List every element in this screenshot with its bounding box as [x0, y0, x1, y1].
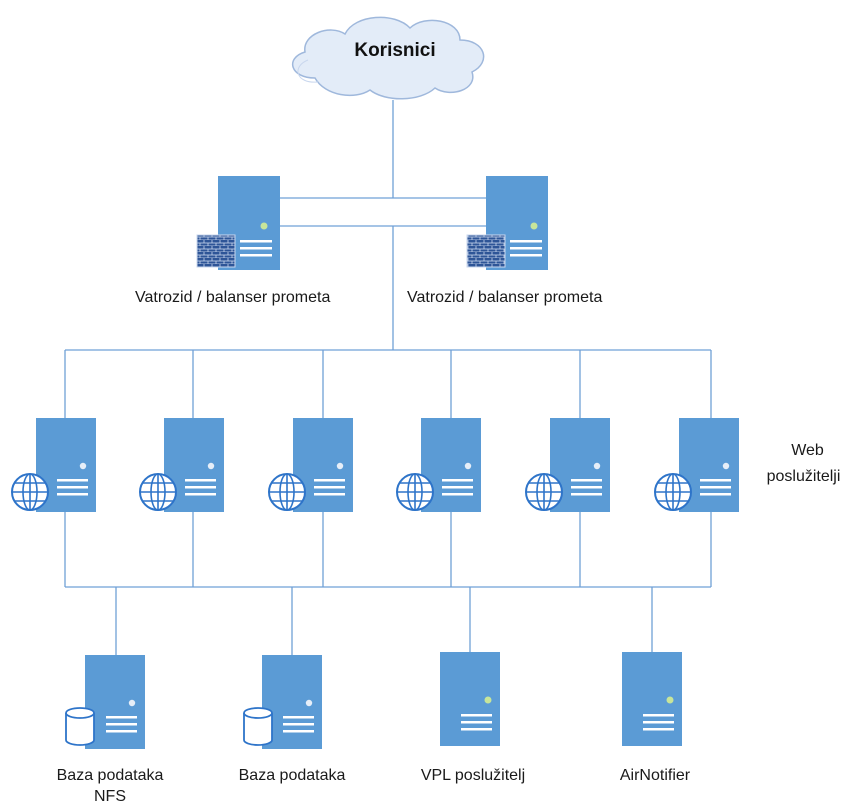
connection-lines: [64, 100, 712, 655]
users-cloud: [291, 16, 485, 100]
database-server-nfs: [65, 655, 145, 749]
firewall-label-2: Vatrozid / balanser prometa: [407, 289, 603, 306]
web-servers-label-line1: Web: [791, 442, 824, 459]
web-server-5: [525, 418, 610, 512]
globe-icon: [525, 473, 563, 511]
web-server-1: [11, 418, 96, 512]
globe-icon: [139, 473, 177, 511]
database-icon: [243, 707, 273, 746]
globe-icon: [268, 473, 306, 511]
web-servers-label-line2: poslužitelji: [766, 468, 841, 485]
web-server-3: [268, 418, 353, 512]
firewall-icon: [466, 234, 506, 268]
web-server-4: [396, 418, 481, 512]
firewall-label-1: Vatrozid / balanser prometa: [135, 289, 331, 306]
web-server-2: [139, 418, 224, 512]
web-server-6: [654, 418, 739, 512]
firewall-server-2: [466, 176, 548, 270]
database-icon: [65, 707, 95, 746]
cloud-label: Korisnici: [354, 40, 436, 61]
globe-icon: [396, 473, 434, 511]
backend-label-database: Baza podataka: [238, 767, 346, 784]
backend-label-nfs-line2: NFS: [94, 788, 126, 805]
backend-label-airnotifier: AirNotifier: [619, 767, 691, 784]
firewall-icon: [196, 234, 236, 268]
backend-label-vpl: VPL poslužitelj: [420, 767, 526, 784]
backend-label-nfs-line1: Baza podataka: [56, 767, 164, 784]
vpl-server: [440, 652, 500, 746]
globe-icon: [654, 473, 692, 511]
airnotifier-server: [622, 652, 682, 746]
database-server: [243, 655, 322, 749]
globe-icon: [11, 473, 49, 511]
firewall-server-1: [196, 176, 280, 270]
